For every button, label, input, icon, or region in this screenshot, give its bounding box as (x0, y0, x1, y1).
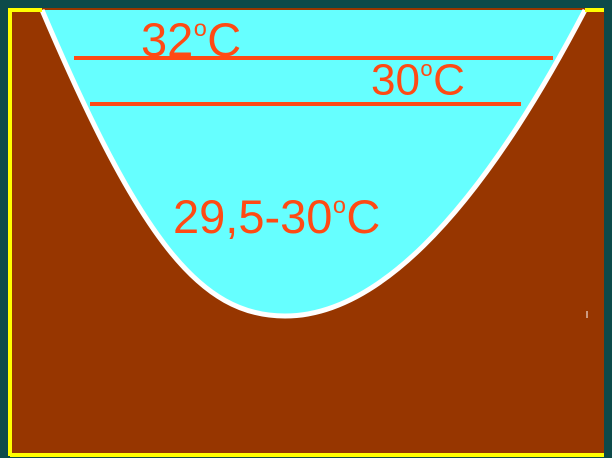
deep-temperature-label: 29,5-30oC (173, 190, 381, 243)
middle-temperature-label: 30oC (371, 55, 465, 105)
lake-water (42, 10, 585, 316)
surface-temperature-label: 32oC (141, 13, 242, 66)
lake-shoreline (39, 8, 588, 319)
frame-left-border (8, 8, 42, 456)
